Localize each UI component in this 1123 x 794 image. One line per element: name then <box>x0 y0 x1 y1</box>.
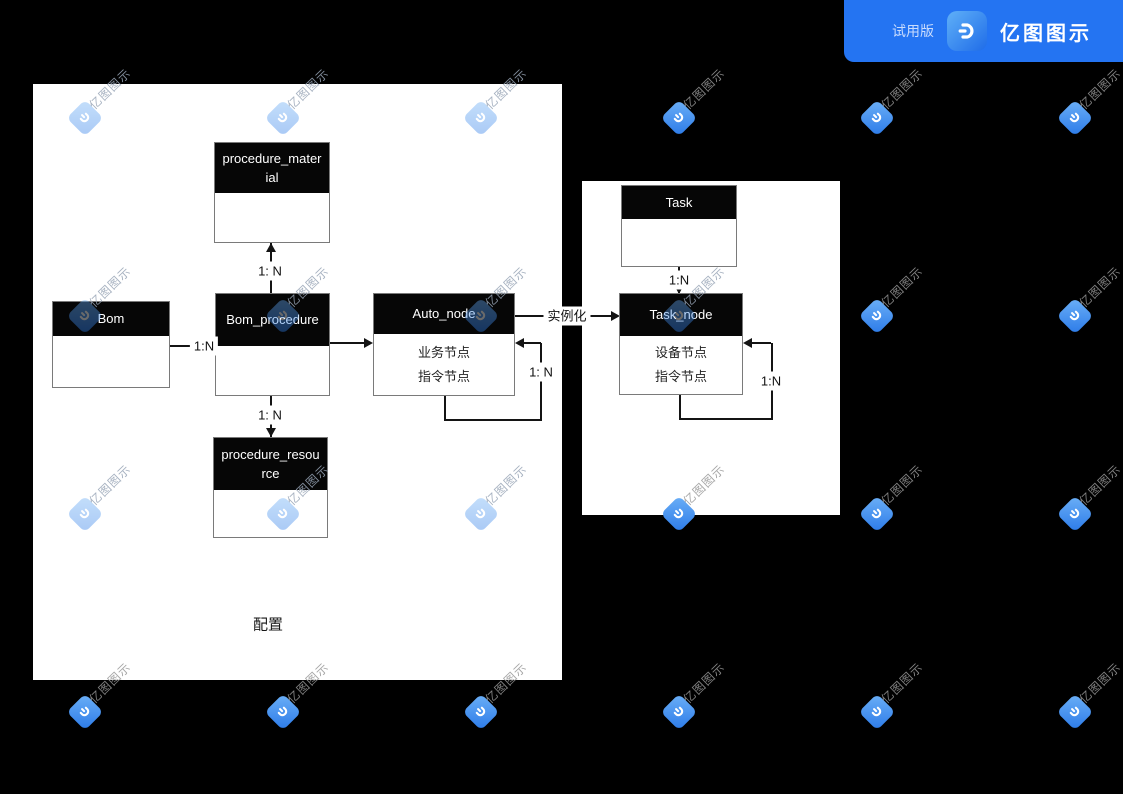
watermark-text: 亿图图示 <box>878 660 926 707</box>
relation-label-bom-bp[interactable]: 1:N <box>189 336 219 356</box>
entity-title: Bom <box>53 302 169 336</box>
entity-body <box>215 193 329 242</box>
entity-title: Auto_node <box>374 294 514 334</box>
watermark-logo-icon <box>1056 693 1094 731</box>
entity-auto-node[interactable]: Auto_node 业务节点 指令节点 <box>373 293 515 396</box>
watermark: 亿图图示 <box>1056 66 1123 137</box>
relation-label-an-loop[interactable]: 1: N <box>525 362 557 382</box>
connector-an-loop <box>444 419 542 421</box>
arrowhead-left-icon <box>743 338 752 348</box>
page-caption: 配置 <box>252 616 284 634</box>
watermark: 亿图图示 <box>1056 462 1123 533</box>
entity-title: procedure_material <box>215 143 329 193</box>
entity-body <box>53 336 169 387</box>
watermark-text: 亿图图示 <box>1076 462 1123 509</box>
watermark-text: 亿图图示 <box>1076 66 1123 113</box>
entity-bom-procedure[interactable]: Bom_procedure <box>215 293 330 396</box>
arrowhead-up-icon <box>266 243 276 252</box>
entity-title: Task_node <box>620 294 742 336</box>
watermark: 亿图图示 <box>462 660 530 731</box>
watermark-text: 亿图图示 <box>878 462 926 509</box>
entity-body-line: 业务节点 <box>417 344 470 360</box>
arrowhead-down-icon <box>674 285 684 294</box>
connector-tn-loop <box>679 394 681 420</box>
watermark: 亿图图示 <box>858 66 926 137</box>
watermark-logo-icon <box>858 495 896 533</box>
watermark-logo-icon <box>1056 297 1094 335</box>
watermark-logo-icon <box>660 99 698 137</box>
connector-tn-loop <box>679 418 773 420</box>
arrowhead-right-icon <box>611 311 620 321</box>
watermark: 亿图图示 <box>264 660 332 731</box>
watermark-logo-icon <box>1056 99 1094 137</box>
entity-body-line: 设备节点 <box>654 345 707 360</box>
entity-title: procedure_resource <box>214 438 327 490</box>
watermark-logo-icon <box>66 693 104 731</box>
arrowhead-right-icon <box>364 338 373 348</box>
watermark: 亿图图示 <box>858 264 926 335</box>
watermark: 亿图图示 <box>660 660 728 731</box>
entity-body: 设备节点 指令节点 <box>620 336 742 394</box>
watermark-text: 亿图图示 <box>680 66 728 113</box>
watermark-text: 亿图图示 <box>680 660 728 707</box>
watermark-logo-icon <box>1056 495 1094 533</box>
relation-label-bp-pm[interactable]: 1: N <box>254 261 286 281</box>
connector-an-loop <box>524 342 541 344</box>
entity-body <box>622 219 736 266</box>
watermark: 亿图图示 <box>1056 660 1123 731</box>
arrowhead-left-icon <box>515 338 524 348</box>
watermark: 亿图图示 <box>858 462 926 533</box>
entity-title: Bom_procedure <box>216 294 329 346</box>
watermark-text: 亿图图示 <box>878 66 926 113</box>
entity-procedure-resource[interactable]: procedure_resource <box>213 437 328 538</box>
watermark-logo-icon <box>858 297 896 335</box>
relation-label-tn-loop[interactable]: 1:N <box>756 371 786 391</box>
relation-label-instantiate[interactable]: 实例化 <box>543 306 591 326</box>
entity-bom[interactable]: Bom <box>52 301 170 388</box>
edraw-logo-icon <box>947 11 987 51</box>
entity-body: 业务节点 指令节点 <box>374 334 514 395</box>
watermark-logo-icon <box>264 693 302 731</box>
arrowhead-down-icon <box>266 428 276 437</box>
connector-tn-loop <box>752 342 771 344</box>
watermark-logo-icon <box>858 99 896 137</box>
watermark: 亿图图示 <box>1056 264 1123 335</box>
watermark-logo-icon <box>660 693 698 731</box>
connector-an-loop <box>444 395 446 421</box>
entity-body-line: 指令节点 <box>417 368 470 384</box>
watermark-text: 亿图图示 <box>878 264 926 311</box>
connector-an-loop <box>540 343 542 421</box>
trial-badge[interactable]: 试用版 亿图图示 <box>844 0 1123 62</box>
entity-body-line: 指令节点 <box>654 369 707 384</box>
watermark-text: 亿图图示 <box>1076 264 1123 311</box>
watermark: 亿图图示 <box>858 660 926 731</box>
watermark: 亿图图示 <box>66 660 134 731</box>
entity-task-node[interactable]: Task_node 设备节点 指令节点 <box>619 293 743 395</box>
entity-body <box>214 490 327 537</box>
watermark-logo-icon <box>462 693 500 731</box>
relation-label-task-tn[interactable]: 1:N <box>664 270 694 290</box>
entity-task[interactable]: Task <box>621 185 737 267</box>
relation-label-bp-pr[interactable]: 1: N <box>254 405 286 425</box>
trial-version-label: 试用版 <box>892 23 934 39</box>
watermark-text: 亿图图示 <box>1076 660 1123 707</box>
entity-procedure-material[interactable]: procedure_material <box>214 142 330 243</box>
brand-name: 亿图图示 <box>1000 22 1092 45</box>
connector-bp-an <box>330 342 366 344</box>
watermark-logo-icon <box>858 693 896 731</box>
entity-body <box>216 346 329 395</box>
watermark: 亿图图示 <box>660 66 728 137</box>
entity-title: Task <box>622 186 736 219</box>
